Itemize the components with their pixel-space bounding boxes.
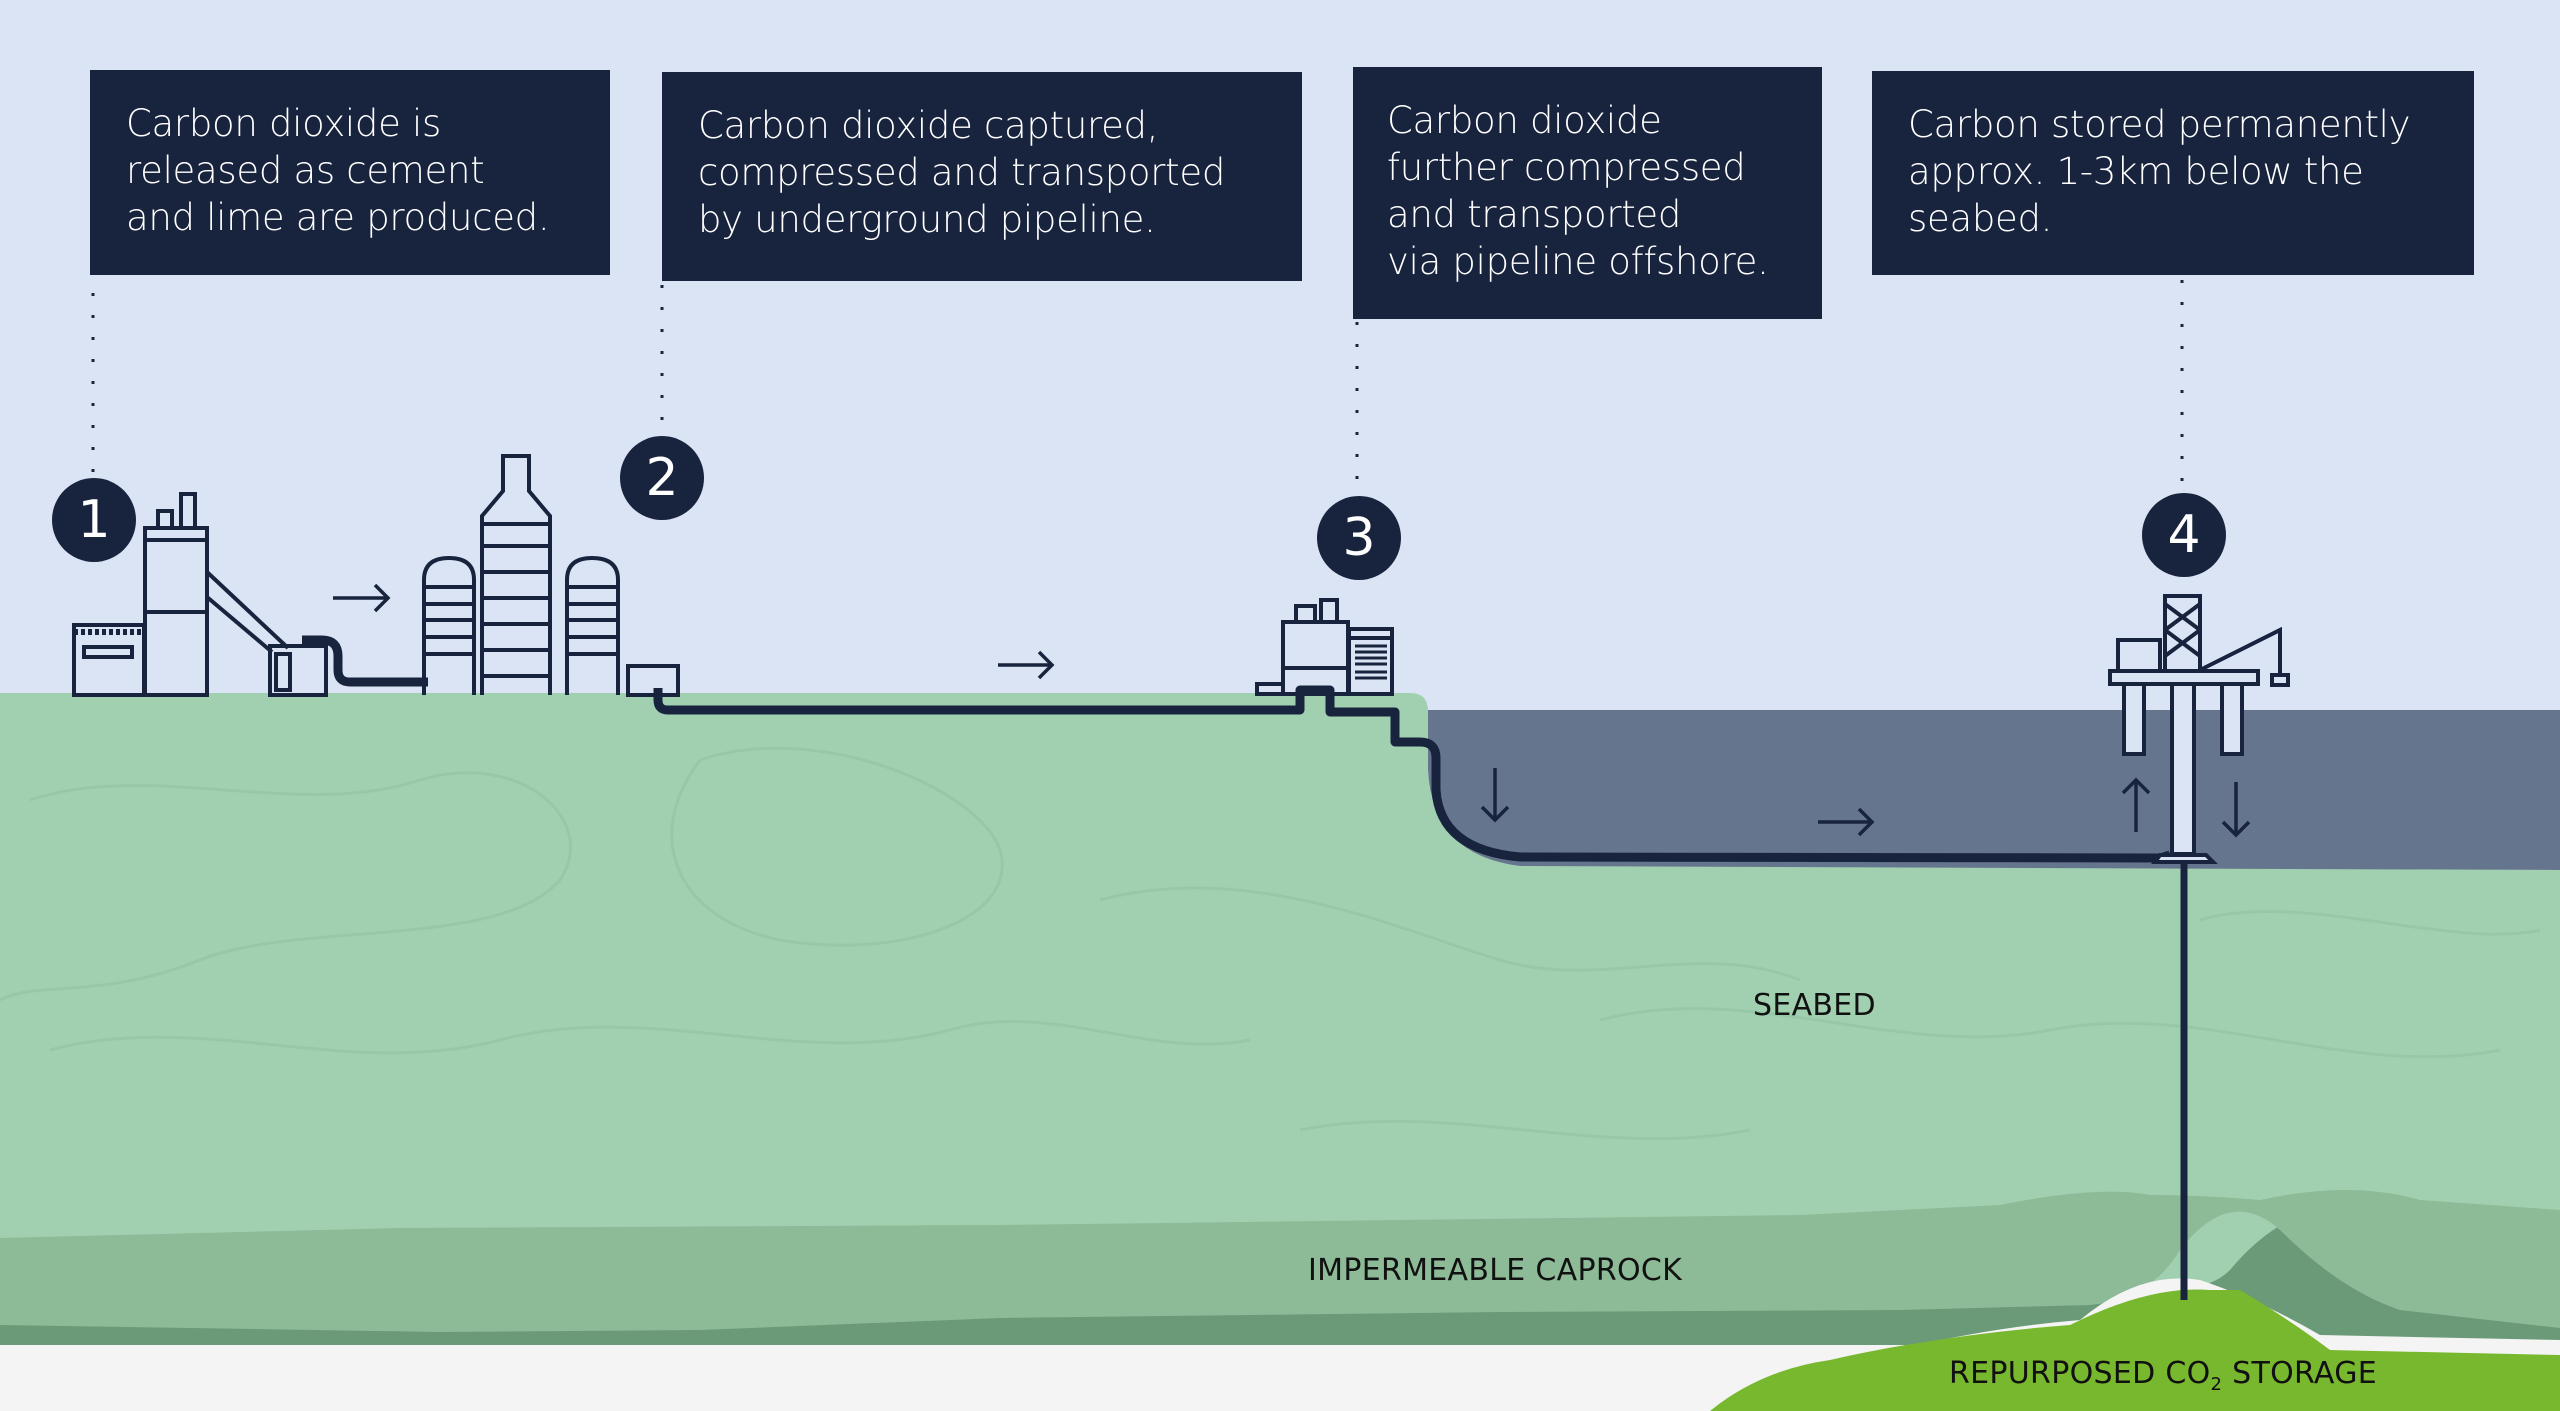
storage-label-prefix: REPURPOSED CO (1949, 1356, 2211, 1391)
co2-storage-reservoir (1710, 1289, 2560, 1411)
step-2-callout: Carbon dioxide captured, compressed and … (662, 72, 1302, 281)
step-2-badge: 2 (620, 436, 704, 520)
contour-lines (0, 746, 2541, 1141)
arrow-down-icon (2221, 782, 2251, 838)
arrow-right-icon (1818, 807, 1875, 837)
arrow-down-icon (1480, 768, 1510, 823)
seabed-label: SEABED (1753, 988, 1876, 1023)
offshore-platform-icon (2108, 594, 2290, 864)
leader-lines (91, 280, 2184, 495)
storage-label-suffix: STORAGE (2222, 1356, 2378, 1391)
arrow-right-icon (333, 583, 391, 613)
caprock-label: IMPERMEABLE CAPROCK (1308, 1253, 1683, 1288)
storage-label-subscript: 2 (2210, 1374, 2223, 1395)
arrow-up-icon (2121, 777, 2151, 832)
capture-plant-icon (422, 454, 680, 697)
step-1-callout: Carbon dioxide is released as cement and… (90, 70, 610, 275)
arrow-right-icon (998, 650, 1055, 680)
pipeline (302, 635, 2172, 863)
land-layer (0, 693, 2560, 1300)
sea-layer (1428, 710, 2560, 870)
step-3-callout: Carbon dioxide further compressed and tr… (1353, 67, 1822, 319)
step-3-badge: 3 (1317, 496, 1401, 580)
cement-plant-icon (72, 492, 328, 697)
caprock-layer (0, 1190, 2560, 1332)
storage-label: REPURPOSED CO2 STORAGE (1949, 1356, 2377, 1395)
step-1-badge: 1 (52, 478, 136, 562)
flow-arrows (333, 583, 2251, 838)
step-4-badge: 4 (2142, 493, 2226, 577)
compressor-station-icon (1255, 598, 1394, 696)
step-4-callout: Carbon stored permanently approx. 1-3km … (1872, 71, 2474, 275)
